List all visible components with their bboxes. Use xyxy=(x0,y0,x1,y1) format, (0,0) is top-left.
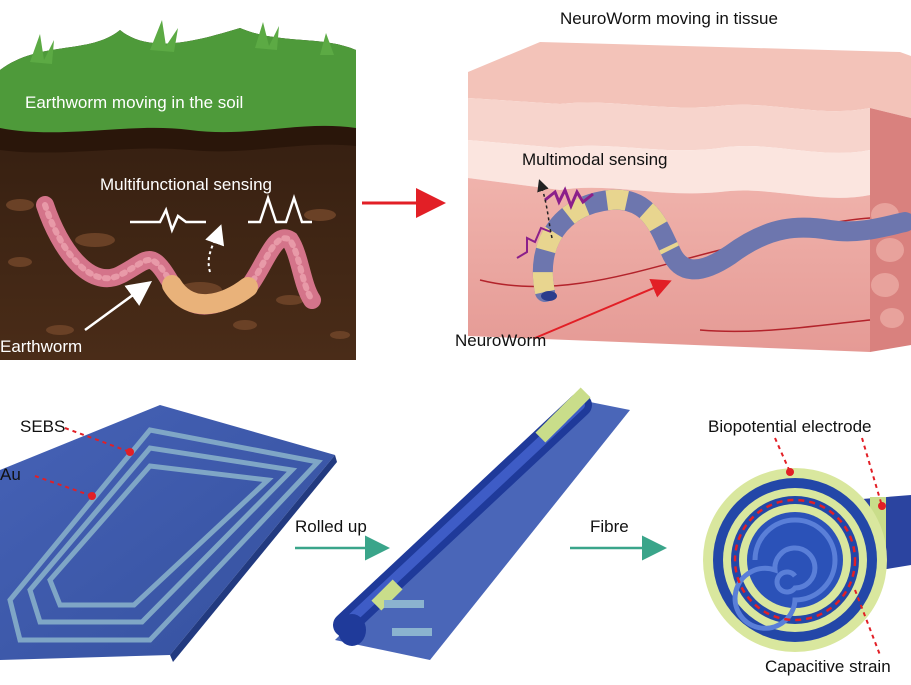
stone xyxy=(75,233,115,247)
label-multifunctional: Multifunctional sensing xyxy=(100,175,272,194)
au-dot-icon xyxy=(88,492,96,500)
sebs-pointer-icon xyxy=(64,427,131,453)
label-earthworm-soil: Earthworm moving in the soil xyxy=(25,93,243,112)
stone xyxy=(6,199,34,211)
sebs-dot-icon xyxy=(126,448,134,456)
blood-vessel xyxy=(699,319,871,333)
label-biopotential: Biopotential electrode xyxy=(708,417,872,436)
grass-tuft xyxy=(150,20,178,52)
signal-spring-icon xyxy=(544,186,594,211)
label-fibre: Fibre xyxy=(590,517,629,536)
tissue-top-face xyxy=(468,42,911,118)
tissue-layer-dermis xyxy=(468,140,870,198)
sebs-film-edge xyxy=(170,455,337,662)
sensing-arrow-icon xyxy=(205,224,225,273)
soil-edge xyxy=(0,125,356,153)
rolled-tube-end xyxy=(338,614,366,646)
rolled-film xyxy=(335,400,630,660)
label-sebs: SEBS xyxy=(20,417,65,436)
au-trace xyxy=(7,427,323,643)
label-au: Au xyxy=(0,465,21,484)
stone xyxy=(330,331,350,339)
stone xyxy=(46,325,74,335)
grass-tuft xyxy=(30,34,54,64)
au-trace xyxy=(47,463,274,608)
soil-panel: Earthworm moving in the soil Multifuncti… xyxy=(0,20,356,360)
neuroworm-tip xyxy=(541,291,557,301)
au-pointer-icon xyxy=(34,475,93,497)
label-neuroworm: NeuroWorm xyxy=(455,331,546,350)
tissue-layer-epidermis xyxy=(468,98,870,153)
neuroworm-pointer-icon xyxy=(534,278,672,339)
stone xyxy=(233,320,257,330)
label-rolled-up: Rolled up xyxy=(295,517,367,536)
tissue-panel: NeuroWorm moving in tissue Multimodal se… xyxy=(455,9,911,352)
capacitive-pointer-icon xyxy=(854,589,881,656)
label-earthworm: Earthworm xyxy=(0,337,82,356)
sensing-arrow-icon xyxy=(537,179,553,239)
rolled-trace xyxy=(392,628,432,636)
rolled-panel xyxy=(333,387,630,660)
rolled-trace xyxy=(384,600,424,608)
rolled-electrode xyxy=(535,411,567,443)
grass-tuft xyxy=(320,33,334,55)
stone xyxy=(304,209,336,221)
stone xyxy=(8,257,32,267)
rolled-electrode xyxy=(371,579,403,611)
waveform-icon xyxy=(248,194,312,224)
film-panel: SEBS Au xyxy=(0,405,337,662)
waveform-icon xyxy=(130,206,206,234)
fibre-panel: Biopotential electrode Capacitive strain xyxy=(703,417,911,676)
biopotential-dot-icon xyxy=(878,502,886,510)
earthworm-pointer-icon xyxy=(84,281,153,332)
biopotential-dot-icon xyxy=(786,468,794,476)
sebs-film xyxy=(0,405,335,660)
biopotential-pointer-icon xyxy=(861,437,883,507)
neuroworm-electrodes xyxy=(532,189,680,295)
label-neuroworm-title: NeuroWorm moving in tissue xyxy=(560,9,778,28)
biopotential-pointer-icon xyxy=(774,437,791,473)
au-trace xyxy=(27,445,298,625)
grass-tuft xyxy=(255,22,279,50)
label-capacitive: Capacitive strain xyxy=(765,657,891,676)
tissue-cell xyxy=(871,273,899,297)
earthworm-clitellum xyxy=(162,275,258,315)
fibre-layer xyxy=(747,512,843,608)
tissue-cell xyxy=(880,308,904,328)
grass-layer xyxy=(0,28,356,137)
stone xyxy=(276,295,304,305)
fibre-spiral xyxy=(732,517,838,631)
label-multimodal: Multimodal sensing xyxy=(522,150,668,169)
tissue-cell xyxy=(876,238,904,262)
capacitive-ring xyxy=(733,498,857,622)
signal-icon xyxy=(516,226,552,259)
